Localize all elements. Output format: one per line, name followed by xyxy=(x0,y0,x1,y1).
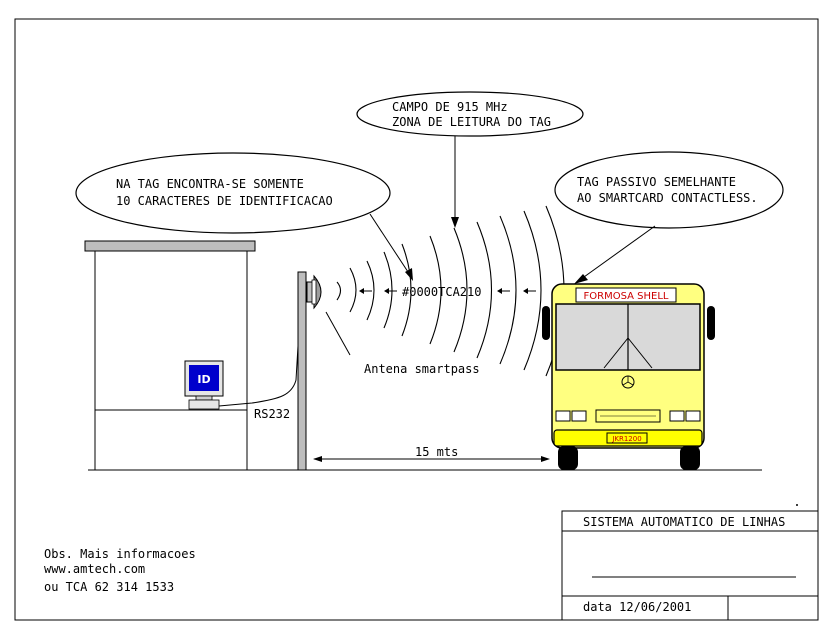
title-block-title: SISTEMA AUTOMATICO DE LINHAS xyxy=(583,515,785,529)
antenna-label: Antena smartpass xyxy=(364,362,480,376)
bus-mirror-right xyxy=(707,306,715,340)
callout-passive-line2: AO SMARTCARD CONTACTLESS. xyxy=(577,191,758,205)
antenna-smartpass xyxy=(311,274,322,310)
monitor-id-label: ID xyxy=(197,373,210,386)
callout-tag-line1: NA TAG ENCONTRA-SE SOMENTE xyxy=(116,177,304,191)
bus-wheel-right xyxy=(680,446,700,470)
rs232-label: RS232 xyxy=(254,407,290,421)
bus: FORMOSA SHELL JKR1200 xyxy=(542,283,715,470)
computer-monitor: ID xyxy=(184,360,224,410)
callout-field-line1: CAMPO DE 915 MHz xyxy=(392,100,508,114)
bus-destination-text: FORMOSA SHELL xyxy=(584,291,669,302)
bus-mirror-left xyxy=(542,306,550,340)
callout-tag-id: NA TAG ENCONTRA-SE SOMENTE 10 CARACTERES… xyxy=(75,152,413,281)
callout-tag-line2: 10 CARACTERES DE IDENTIFICACAO xyxy=(116,194,333,208)
callout-passive-line1: TAG PASSIVO SEMELHANTE xyxy=(577,175,736,189)
distance-label: 15 mts xyxy=(415,445,458,459)
callout-field-line2: ZONA DE LEITURA DO TAG xyxy=(392,115,551,129)
rf-field-waves xyxy=(336,205,565,377)
notes-line1: Obs. Mais informacoes xyxy=(44,547,196,561)
rf-signal-arrows xyxy=(359,288,536,294)
title-block xyxy=(561,510,819,621)
bus-destination-sign xyxy=(575,287,677,303)
callout-field-zone: CAMPO DE 915 MHz ZONA DE LEITURA DO TAG xyxy=(356,91,584,228)
distance-dimension xyxy=(313,456,550,462)
title-block-date: data 12/06/2001 xyxy=(583,600,691,614)
bus-plate-text: JKR1200 xyxy=(611,435,641,443)
booth-roof xyxy=(84,240,256,252)
antenna-pole xyxy=(297,271,314,471)
notes-line2: www.amtech.com xyxy=(44,562,145,576)
drawing-frame xyxy=(14,18,819,621)
notes-line3: ou TCA 62 314 1533 xyxy=(44,580,174,594)
booth xyxy=(84,240,256,470)
callout-passive-tag: TAG PASSIVO SEMELHANTE AO SMARTCARD CONT… xyxy=(554,151,784,284)
bus-plate xyxy=(606,432,648,444)
tag-code: #0000TCA210 xyxy=(402,285,481,299)
bus-wheel-left xyxy=(558,446,578,470)
